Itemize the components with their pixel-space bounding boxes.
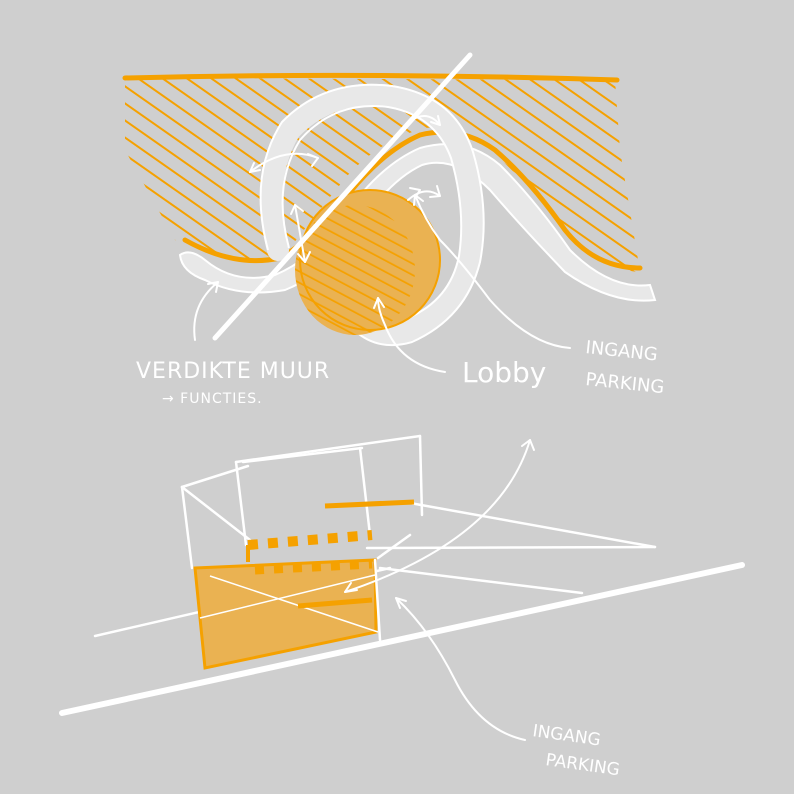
ground-top-edge bbox=[122, 72, 620, 83]
label-functies: → FUNCTIES. bbox=[162, 391, 263, 407]
label-leader-lines bbox=[193, 194, 571, 373]
label-parking-bottom: PARKING bbox=[544, 750, 621, 780]
parking-top-leader bbox=[414, 194, 571, 349]
diagonal-axis-line bbox=[212, 52, 473, 341]
lobby-leader bbox=[377, 297, 446, 373]
lobby-hatched-core bbox=[295, 205, 415, 335]
ribbon-loop bbox=[260, 83, 484, 345]
entrance-arrows bbox=[344, 439, 535, 741]
ground-lines bbox=[59, 501, 745, 716]
axonometric-sketch: INGANG PARKING bbox=[59, 434, 745, 780]
label-lobby: Lobby bbox=[462, 356, 546, 389]
volume-diagonal-2 bbox=[199, 574, 376, 619]
label-ingang-bottom: INGANG bbox=[531, 721, 602, 750]
wall-leader bbox=[193, 281, 219, 341]
ribbon-loop-outline bbox=[259, 83, 485, 347]
lobby-circle-outline bbox=[299, 189, 441, 331]
label-ingang-top: INGANG bbox=[584, 337, 658, 365]
label-verdikte-muur: VERDIKTE MUUR bbox=[136, 359, 330, 384]
floor-band bbox=[246, 499, 415, 609]
plan-sketch: VERDIKTE MUUR → FUNCTIES. Lobby INGANG P… bbox=[122, 52, 665, 407]
hatched-ground-mass bbox=[125, 78, 640, 272]
volume-diagonal bbox=[209, 575, 379, 633]
ribbon-loop-inner-outline bbox=[281, 105, 463, 322]
label-parking-top: PARKING bbox=[584, 369, 665, 398]
circulation-arrows bbox=[249, 115, 441, 263]
building-wireframe bbox=[180, 434, 424, 642]
